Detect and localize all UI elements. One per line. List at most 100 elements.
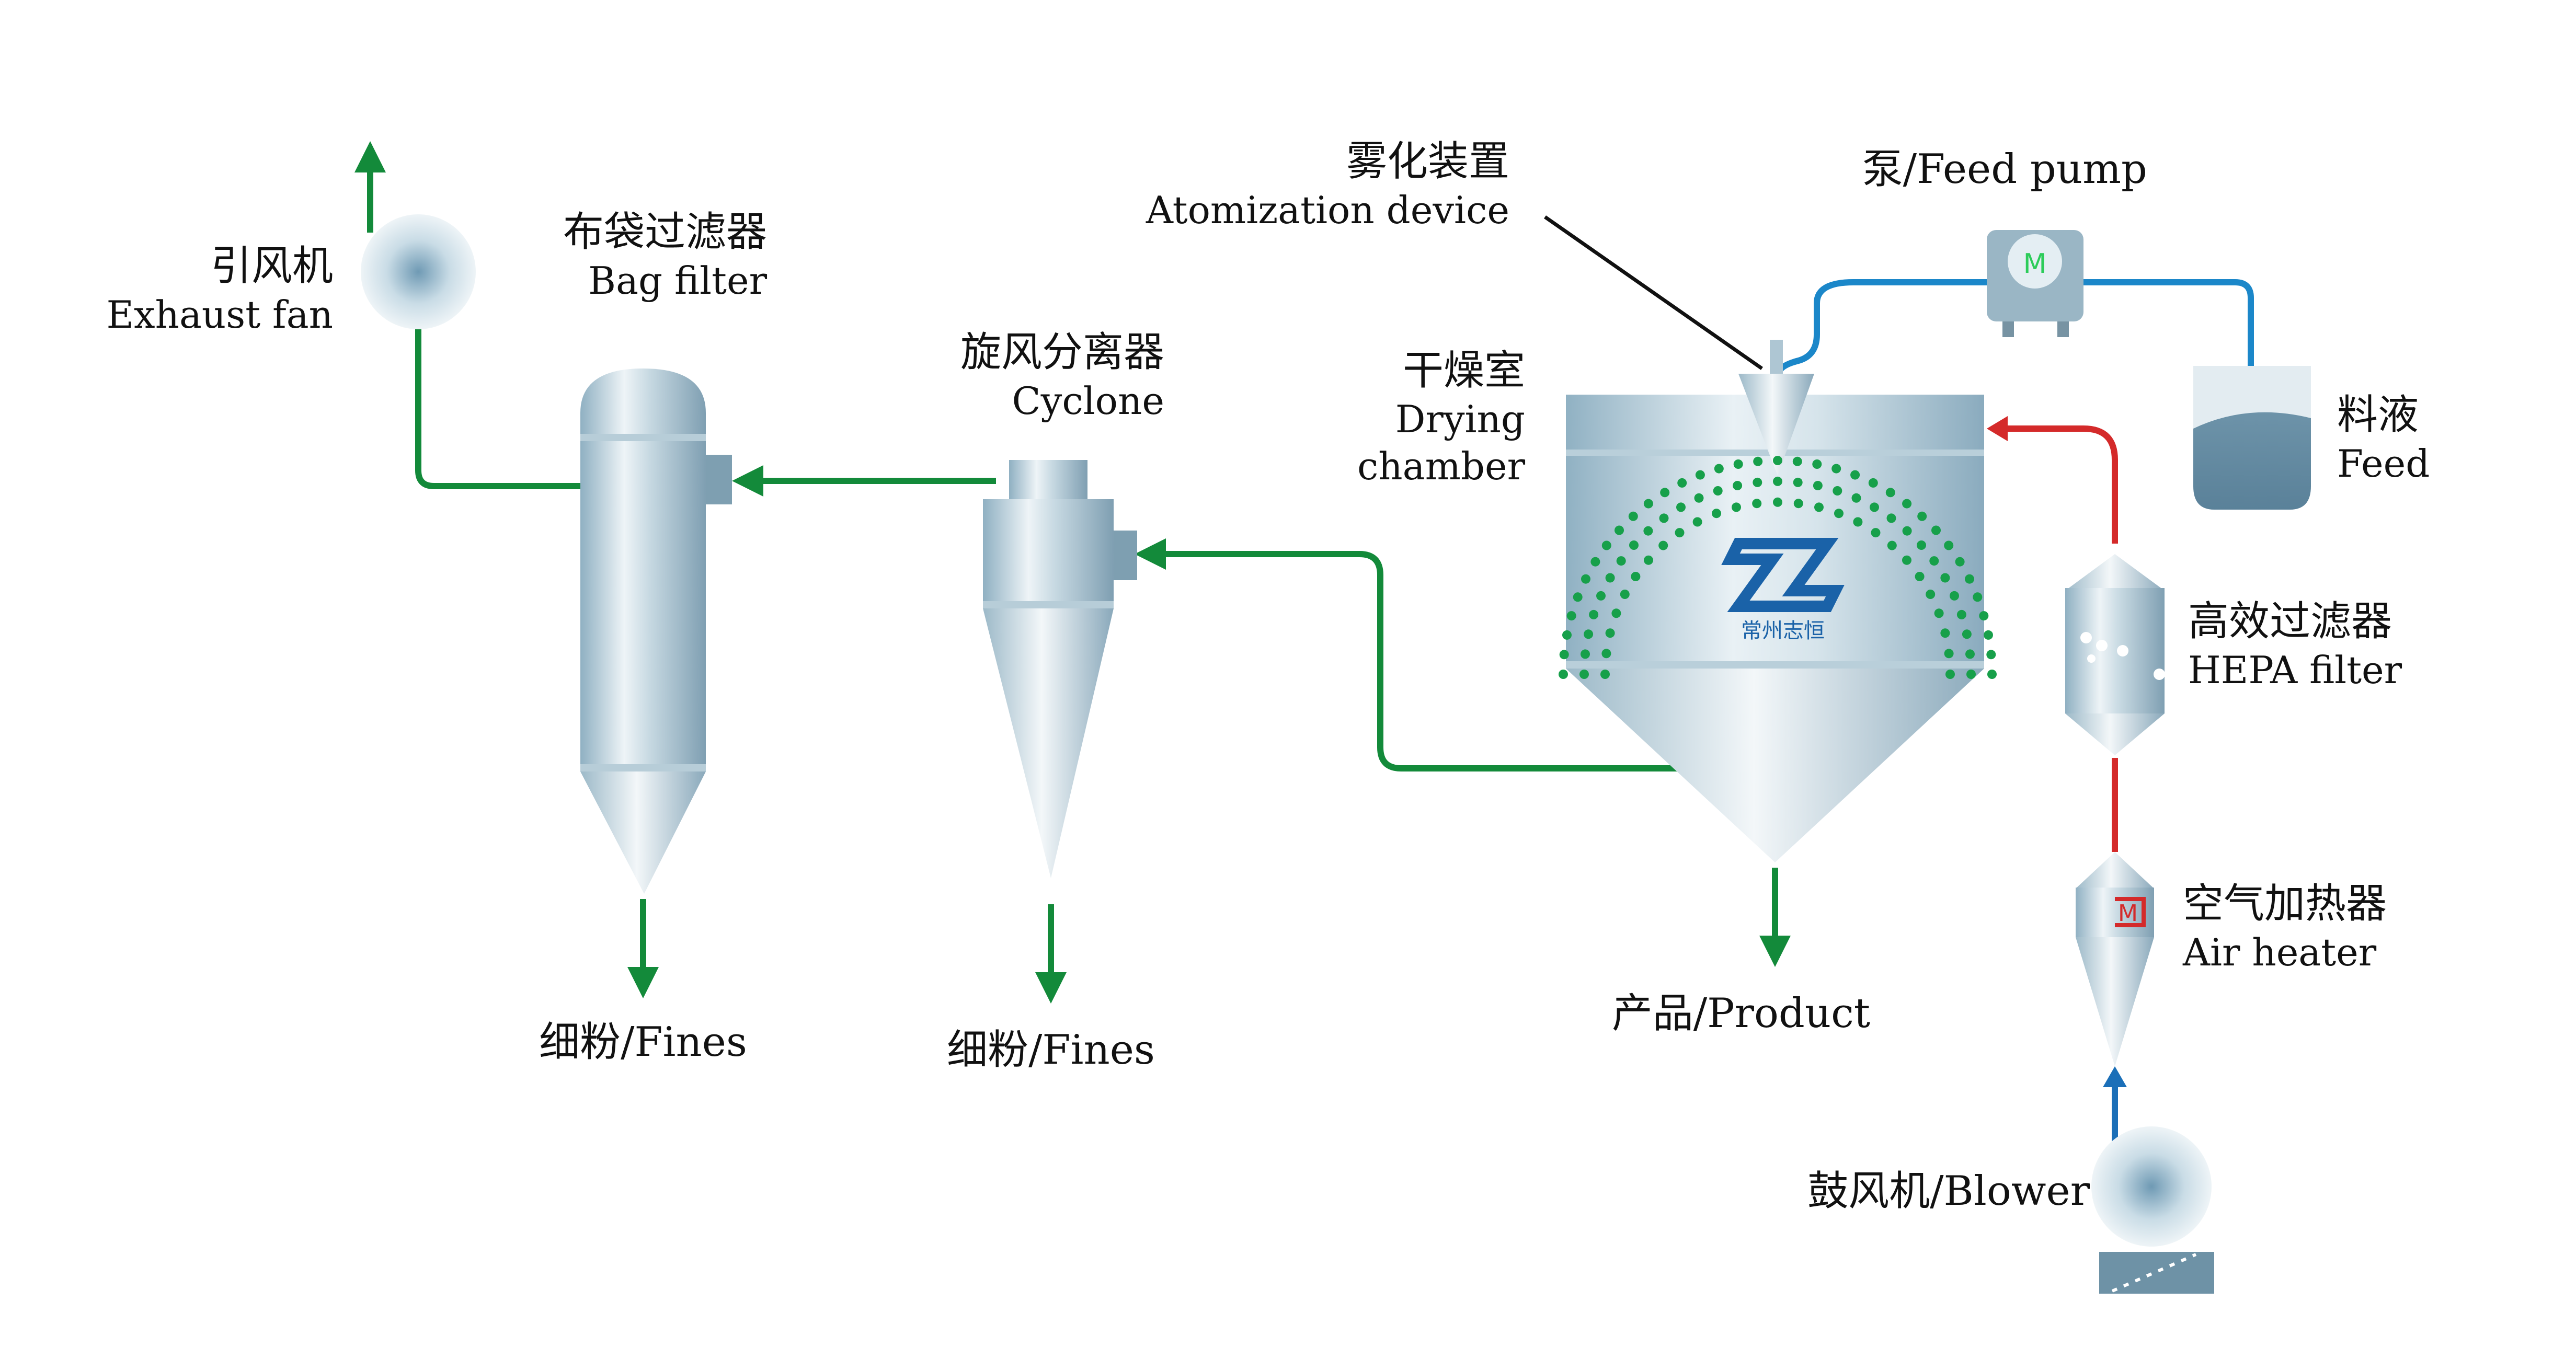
exhaust-fan-icon — [361, 214, 476, 329]
spray-dot — [1589, 609, 1599, 619]
drying-chamber-zh: 干燥室 — [1402, 347, 1525, 394]
spray-dot — [1944, 649, 1954, 659]
spray-dot — [1732, 502, 1741, 512]
spray-dot — [1773, 456, 1782, 465]
spray-dot — [1931, 525, 1941, 535]
spray-dot — [1615, 525, 1624, 535]
spray-dot — [1643, 499, 1653, 509]
spray-dot — [1940, 628, 1950, 638]
spray-dot — [1887, 540, 1897, 550]
spray-dot — [1676, 502, 1686, 512]
spray-dot — [1714, 464, 1724, 474]
spray-dot — [1752, 499, 1762, 509]
hepa-filter-zh: 高效过滤器 — [2188, 598, 2392, 645]
spray-dot — [1660, 488, 1670, 498]
pump-motor-label: M — [2023, 248, 2047, 280]
spray-dot — [1929, 556, 1939, 566]
exhaust-fan-zh: 引风机 — [210, 243, 333, 290]
spray-dot — [1814, 502, 1824, 512]
spray-dot — [1694, 493, 1704, 503]
spray-dot — [1605, 628, 1615, 638]
drying-chamber-label: 干燥室 Drying chamber — [1357, 350, 1525, 485]
spray-dot — [1628, 511, 1638, 521]
spray-dot — [1601, 540, 1611, 550]
spray-dot — [1590, 557, 1600, 567]
spray-dot — [1605, 573, 1615, 583]
spray-dot — [1850, 470, 1860, 480]
spray-dot — [1979, 611, 1989, 621]
spray-dot — [1984, 630, 1993, 640]
spray-dot — [1934, 608, 1944, 618]
spray-dot — [1559, 650, 1569, 660]
spray-dot — [1753, 456, 1763, 466]
spray-dot — [1713, 486, 1723, 496]
spray-dot — [1940, 573, 1950, 583]
spray-dot — [1773, 497, 1782, 507]
drying-chamber-en2: chamber — [1357, 444, 1525, 488]
bag-filter-en: Bag filter — [588, 259, 767, 303]
spray-dot — [1773, 476, 1782, 486]
spray-dot — [1833, 486, 1842, 496]
spray-dot — [1950, 591, 1959, 601]
bag-fines-label: 细粉/Fines — [539, 1019, 747, 1066]
feed-pump-label: 泵/Feed pump — [1862, 146, 2147, 193]
blower-label: 鼓风机/Blower — [1807, 1168, 2090, 1215]
spray-dot — [1868, 478, 1878, 488]
air-heater-label: 空气加热器 Air heater — [2183, 883, 2387, 971]
spray-dot — [1659, 513, 1669, 523]
spray-dot — [1643, 526, 1653, 536]
drying-chamber-en: Drying — [1395, 397, 1525, 441]
atomization-zh: 雾化装置 — [1346, 138, 1509, 185]
feed-label: 料液 Feed — [2337, 395, 2430, 482]
spray-dot — [1986, 650, 1996, 660]
spray-dot — [1616, 556, 1626, 566]
spray-dot — [1902, 499, 1912, 509]
company-logo: 常州志恒 — [1721, 538, 1845, 643]
spray-dot — [1987, 670, 1997, 679]
cyclone-label: 旋风分离器 Cyclone — [960, 332, 1164, 420]
spray-dot — [1581, 574, 1590, 584]
spray-dot — [1870, 502, 1879, 512]
spray-dot — [1579, 670, 1589, 679]
hot-air-arrowhead — [1987, 416, 2008, 441]
exhaust-fan-label: 引风机 Exhaust fan — [106, 246, 333, 333]
spray-dot — [1886, 513, 1896, 523]
spray-dot — [1955, 557, 1965, 567]
hot-air-line — [2002, 425, 2118, 852]
spray-dot — [1562, 630, 1572, 640]
spray-dot — [1677, 478, 1687, 488]
spray-dot — [1566, 611, 1576, 621]
blower-arrowhead — [2103, 1066, 2127, 1087]
spray-dot — [1834, 509, 1844, 519]
bag-to-fan-line — [415, 280, 580, 489]
spray-dot — [1885, 488, 1895, 498]
spray-dot — [1965, 574, 1974, 584]
atomization-en: Atomization device — [1146, 188, 1509, 232]
cyclone-vessel — [983, 460, 1137, 878]
air-heater-vessel: M — [2076, 852, 2154, 1066]
spray-dot — [1712, 509, 1721, 519]
spray-dot — [1813, 481, 1823, 490]
bag-filter-vessel — [580, 368, 732, 894]
hepa-filter-label: 高效过滤器 HEPA filter — [2188, 601, 2402, 689]
spray-dot — [1600, 670, 1610, 679]
spray-dot — [1831, 464, 1841, 474]
spray-dot — [1812, 459, 1822, 469]
spray-dot — [1644, 555, 1653, 565]
spray-dot — [1962, 629, 1972, 639]
atomizer-nozzle — [1738, 340, 1814, 476]
spray-dot — [1956, 609, 1966, 619]
product-label: 产品/Product — [1611, 990, 1871, 1037]
atomization-label: 雾化装置 Atomization device — [1146, 141, 1509, 229]
spray-dot — [1629, 540, 1639, 550]
spray-dot — [1793, 499, 1803, 509]
spray-dot — [1945, 670, 1955, 679]
feed-en: Feed — [2337, 442, 2430, 486]
feed-pump-icon: M — [1987, 230, 2083, 337]
spray-dot — [1926, 590, 1936, 599]
spray-dot — [1733, 481, 1743, 490]
spray-dot — [1966, 670, 1976, 679]
spray-dot — [1584, 629, 1594, 639]
